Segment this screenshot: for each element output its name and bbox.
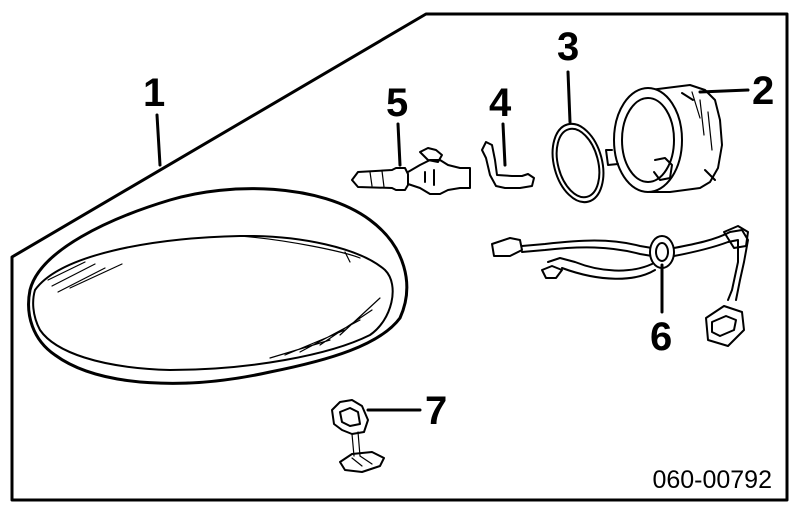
headlamp-housing-drawing (27, 187, 409, 385)
bulb-drawing (351, 147, 471, 195)
callout-2: 2 (752, 69, 774, 113)
clip-drawing (481, 141, 535, 189)
wiring-harness-drawing (491, 225, 749, 347)
leader-4 (501, 122, 507, 167)
callout-5: 5 (386, 81, 408, 125)
callout-6: 6 (650, 315, 672, 359)
callout-1: 1 (143, 71, 165, 115)
o-ring-drawing (551, 122, 605, 204)
adjuster-bracket-drawing (331, 399, 385, 473)
leader-1 (155, 113, 162, 167)
callout-3: 3 (557, 25, 579, 69)
figure-part-number: 060-00792 (652, 466, 772, 494)
leader-2 (698, 88, 750, 94)
socket-drawing (605, 84, 723, 193)
callout-7: 7 (425, 389, 447, 433)
callout-4: 4 (489, 81, 512, 125)
diagram-frame (10, 12, 789, 502)
leader-5 (396, 122, 402, 167)
leader-3 (566, 70, 572, 124)
